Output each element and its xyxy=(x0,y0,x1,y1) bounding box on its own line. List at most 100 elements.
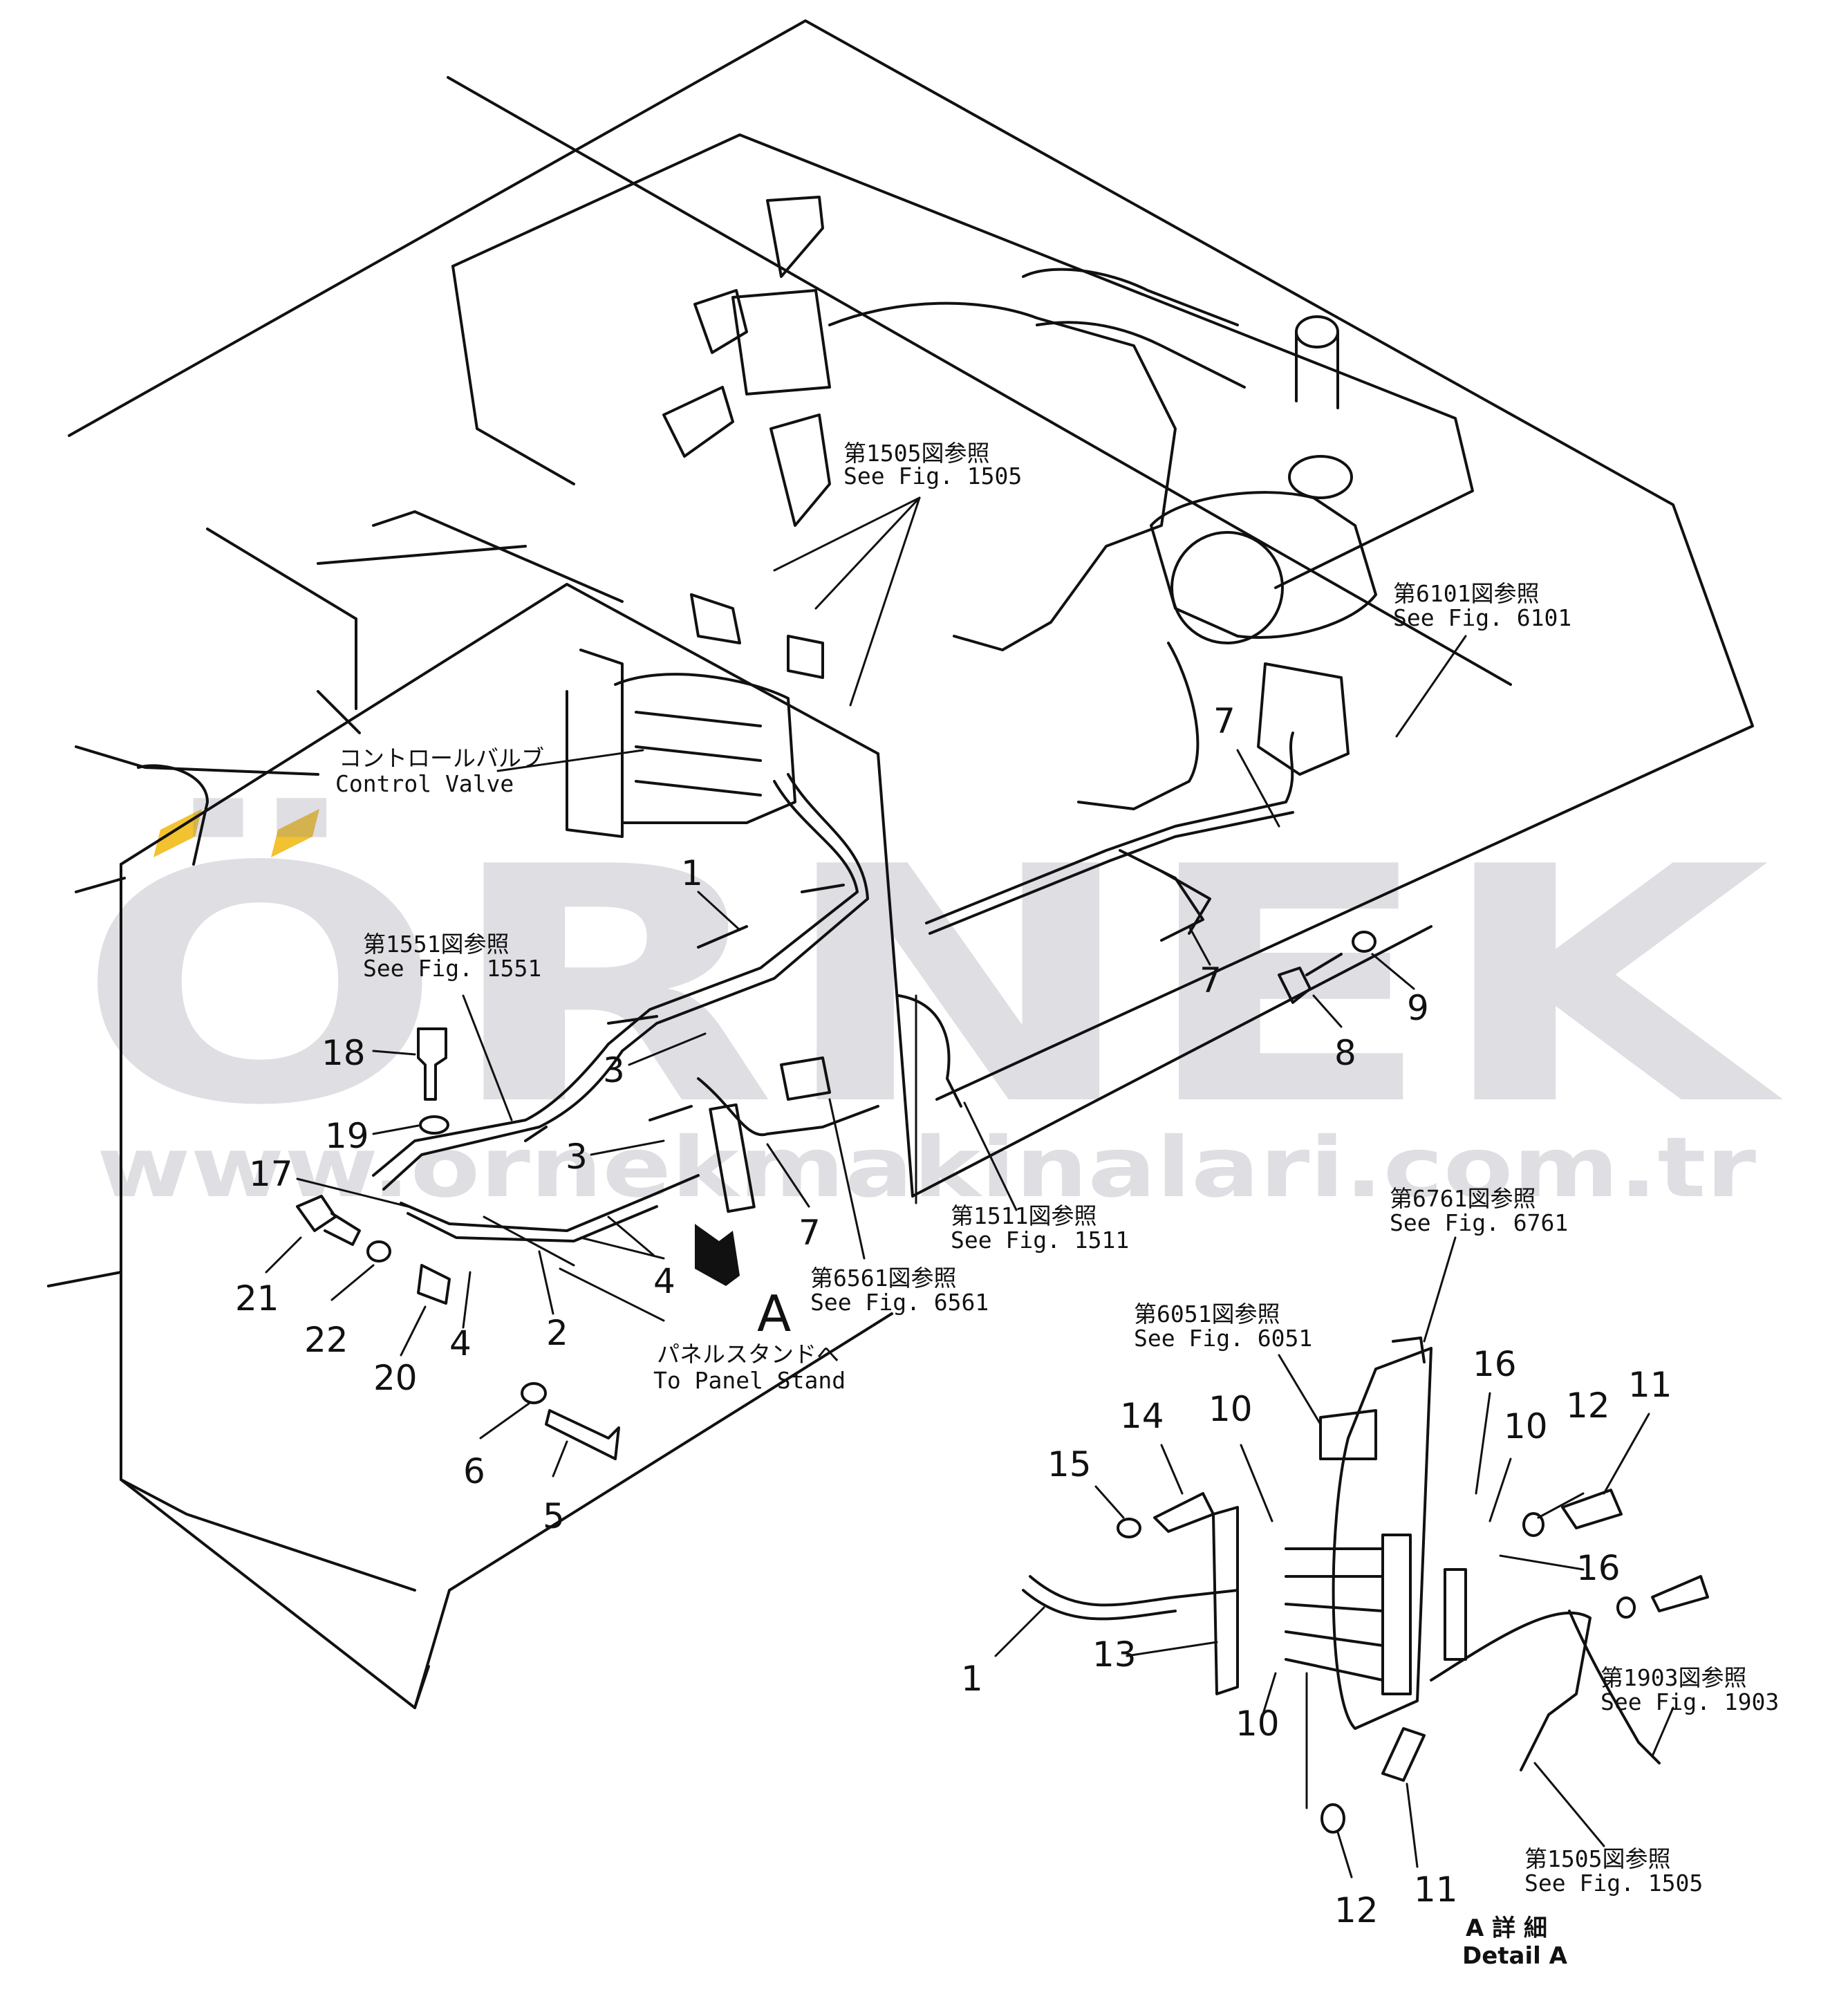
leader-7c xyxy=(766,1143,810,1208)
detail-leader-6051 xyxy=(1278,1354,1322,1426)
engine-block xyxy=(828,301,1177,651)
callout: 14 xyxy=(1120,1396,1164,1436)
ref-1551-jp: 第1551図参照 xyxy=(363,931,509,958)
leader-3b xyxy=(590,1139,665,1156)
callout: 10 xyxy=(1504,1406,1548,1446)
callout: 3 xyxy=(566,1137,588,1177)
callout: 6 xyxy=(463,1451,485,1491)
ref-6101-jp: 第6101図参照 xyxy=(1393,580,1539,607)
harness-main-1 xyxy=(372,780,859,1177)
callout: 7 xyxy=(1213,701,1235,741)
tank-lower-edge xyxy=(911,925,1432,1198)
callout: 7 xyxy=(799,1213,821,1253)
detail-wires xyxy=(1285,1547,1384,1682)
cab-edge-5 xyxy=(75,745,319,776)
tank-bottom xyxy=(413,1312,893,1709)
alternator xyxy=(1257,662,1350,776)
leader-6 xyxy=(479,1402,530,1440)
detail-connectors xyxy=(1381,1534,1412,1695)
view-a-label: A xyxy=(757,1285,791,1343)
panel-stand-en: To Panel Stand xyxy=(653,1367,846,1394)
bolt-18 xyxy=(417,1027,447,1101)
callout: 21 xyxy=(235,1278,279,1319)
washer-9 xyxy=(1352,931,1376,953)
panel-stand-jp: パネルスタンドへ xyxy=(657,1341,839,1368)
harness-to-alternator-2 xyxy=(928,811,1294,935)
ref-6051-en: See Fig. 6051 xyxy=(1134,1325,1312,1352)
intake-pipe-2 xyxy=(1036,321,1246,389)
clamp-7-top xyxy=(1119,849,1204,942)
callout: 19 xyxy=(325,1116,369,1156)
cv-body xyxy=(614,673,796,824)
detail-panel-top xyxy=(1392,1336,1426,1363)
detail-bolt-11c xyxy=(1381,1727,1426,1782)
fan-blade-4 xyxy=(769,413,831,527)
harness-panel-lead xyxy=(483,1215,575,1267)
cab-edge-1 xyxy=(206,528,357,620)
watermark-url: www.ornekmakinalari.com.tr xyxy=(97,1120,1756,1216)
washer-6 xyxy=(521,1382,547,1404)
ref-6761-jp: 第6761図参照 xyxy=(1390,1185,1536,1212)
detail-a-jp: A 詳 細 xyxy=(1466,1915,1547,1942)
leader-17 xyxy=(296,1177,409,1208)
callout: 13 xyxy=(1092,1634,1137,1675)
detail-bracket-13 xyxy=(1212,1506,1239,1695)
fan-hub xyxy=(731,289,831,395)
detail-switches xyxy=(1444,1568,1467,1661)
ref-6561-en: See Fig. 6561 xyxy=(810,1289,989,1316)
callout: 4 xyxy=(653,1261,675,1301)
callout: 4 xyxy=(449,1323,472,1363)
frame-left xyxy=(47,1271,122,1287)
view-a-arrow xyxy=(695,1224,740,1286)
detail-sensor-lead xyxy=(1430,1611,1592,1771)
clamp-band-2 xyxy=(801,884,845,893)
harness-to-alternator xyxy=(925,732,1294,924)
panel-stand-underline xyxy=(579,1236,665,1260)
leader-19 xyxy=(372,1124,420,1135)
leader-1551 xyxy=(462,994,513,1121)
ref-1511-jp: 第1511図参照 xyxy=(951,1202,1096,1229)
air-cleaner-top xyxy=(1288,455,1353,499)
cab-edge-6 xyxy=(317,690,361,734)
watermark: ÖRNEK www.ornekmakinalari.com.tr xyxy=(76,794,1786,1216)
engine-hood-outline xyxy=(451,133,1474,589)
ref-1505-top-jp: 第1505図参照 xyxy=(843,440,989,467)
air-cleaner-end xyxy=(1170,531,1284,644)
fan-blade-2 xyxy=(693,289,748,354)
boom-foot xyxy=(137,764,209,866)
air-cleaner-body xyxy=(1150,491,1377,639)
ref-1505-bottom-jp: 第1505図参照 xyxy=(1524,1845,1670,1872)
callout: 12 xyxy=(1566,1386,1610,1426)
leader-1505-a xyxy=(773,496,921,572)
leader-6561 xyxy=(828,1098,866,1260)
callout: 10 xyxy=(1208,1389,1253,1429)
harness-lower xyxy=(400,1174,700,1232)
watermark-brand: ÖRNEK xyxy=(76,794,1786,1176)
detail-leader-1903 xyxy=(1651,1706,1674,1758)
relay xyxy=(780,1056,831,1101)
leader-1 xyxy=(697,891,741,931)
ref-6761-en: See Fig. 6761 xyxy=(1390,1209,1568,1236)
callout: 2 xyxy=(546,1313,568,1353)
detail-leader-1505 xyxy=(1533,1762,1605,1847)
ref-1903-jp: 第1903図参照 xyxy=(1600,1664,1746,1691)
callout: 17 xyxy=(249,1154,293,1194)
detail-washer-12b xyxy=(1616,1596,1636,1619)
fan-blade-3 xyxy=(662,386,734,458)
bracket-20 xyxy=(417,1264,451,1305)
engine-hood-front xyxy=(451,265,575,485)
leader-7a xyxy=(1236,749,1280,828)
detail-washer-15 xyxy=(1117,1518,1141,1538)
callout: 7 xyxy=(1200,960,1222,1000)
control-valve xyxy=(566,593,824,838)
harness-branch xyxy=(697,1077,879,1137)
detail-a xyxy=(994,1236,1709,1879)
washer-19 xyxy=(419,1115,449,1135)
leader-8 xyxy=(1312,994,1343,1028)
boom-foot-2 xyxy=(75,877,126,893)
callout: 1 xyxy=(961,1659,983,1699)
detail-harness-1b xyxy=(1022,1589,1177,1621)
cab-edge-3 xyxy=(372,510,624,603)
